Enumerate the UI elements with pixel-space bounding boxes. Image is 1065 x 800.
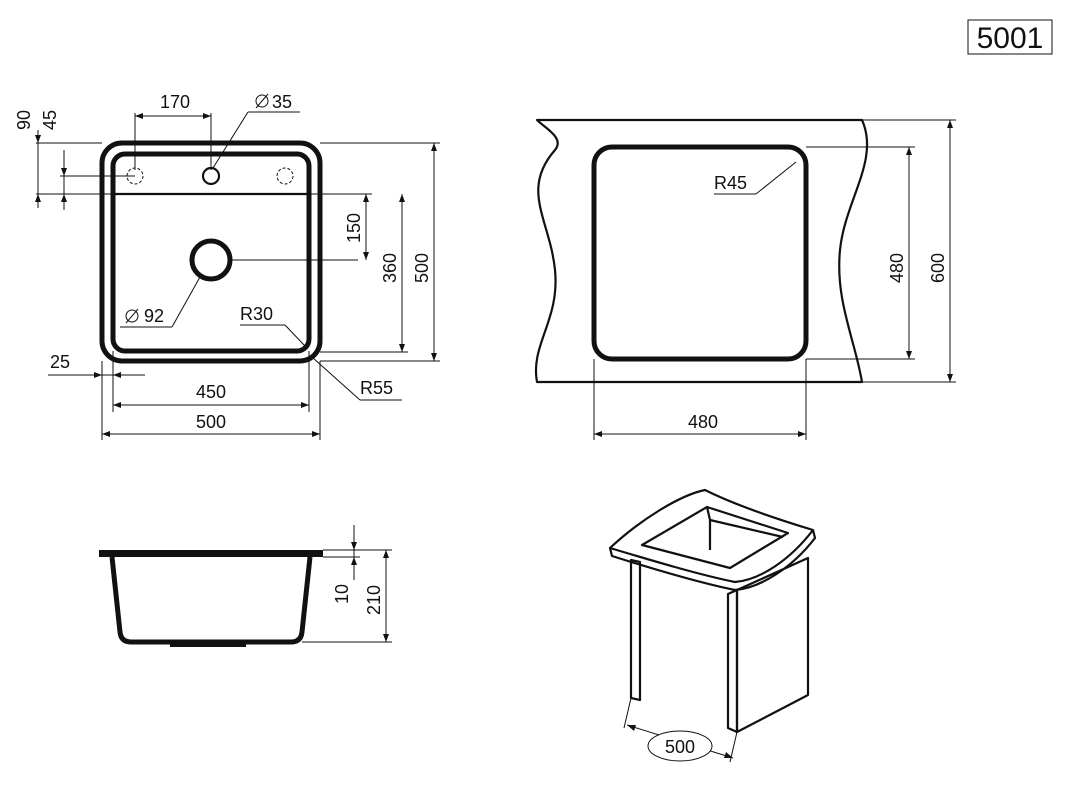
dim-450: 450 <box>196 382 226 402</box>
dim-r55: R55 <box>360 378 393 398</box>
dim-500-bubble <box>647 730 713 762</box>
cutout-opening <box>591 144 809 362</box>
dim-500-height: 500 <box>412 253 432 283</box>
cabinet-sink-opening <box>640 505 790 570</box>
dim-170: 170 <box>160 92 190 112</box>
side-drain <box>170 642 246 647</box>
side-rim <box>99 550 323 557</box>
dim-10: 10 <box>332 584 352 604</box>
sink-side-view: 10 210 <box>99 525 392 647</box>
model-code: 5001 <box>977 22 1044 55</box>
dim-600: 600 <box>928 253 948 283</box>
dim-r45: R45 <box>714 173 747 193</box>
dim-45: 45 <box>40 110 60 130</box>
dim-480-width: 480 <box>688 412 718 432</box>
drain-hole <box>189 238 233 282</box>
cabinet-right-wall <box>726 588 739 734</box>
dim-r30: R30 <box>240 304 273 324</box>
cutout-view: R45 480 600 480 <box>534 118 956 440</box>
dim-480-height: 480 <box>887 253 907 283</box>
cabinet-left-wall <box>629 558 642 702</box>
dim-150: 150 <box>344 213 364 243</box>
tap-hole-center <box>201 166 221 186</box>
dim-210: 210 <box>364 585 384 615</box>
sink-top-view: 170 35 90 45 150 360 <box>14 92 440 440</box>
dim-25: 25 <box>50 352 70 372</box>
tap-hole-right <box>276 167 294 185</box>
side-bowl-body <box>109 556 313 645</box>
dim-90: 90 <box>14 110 34 130</box>
dim-drain-diameter: 92 <box>144 306 164 326</box>
dim-hole-diameter: 35 <box>272 92 292 112</box>
model-code-box: 5001 <box>967 19 1053 55</box>
countertop-outline <box>534 118 869 384</box>
dim-500-cabinet: 500 <box>665 737 695 757</box>
dim-360: 360 <box>380 253 400 283</box>
cabinet-isometric-view: 500 <box>608 488 817 763</box>
dim-500-width: 500 <box>196 412 226 432</box>
cabinet-side-wall <box>735 556 810 734</box>
